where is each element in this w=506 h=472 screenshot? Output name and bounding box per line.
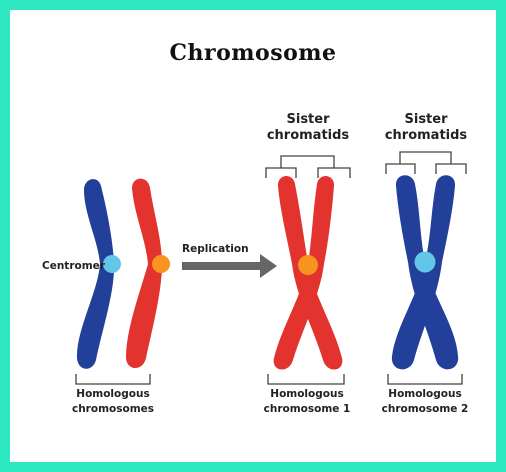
homologous-pair-bracket xyxy=(75,374,151,385)
sister-label-line2: chromatids xyxy=(384,128,468,143)
homologous-chromosome-2-label: Homologous chromosome 2 xyxy=(370,387,480,417)
label-line1: Homologous xyxy=(76,388,150,400)
blue-replicated-chromosome xyxy=(391,175,459,370)
red-homologous-chromosome xyxy=(126,178,162,369)
label-line1: Homologous xyxy=(388,388,462,400)
replication-arrow xyxy=(182,254,277,278)
label-line2: chromosome 2 xyxy=(381,403,469,415)
sister-chromatids-bracket-right xyxy=(385,151,467,174)
centromere-blue-replicated xyxy=(414,251,436,273)
sister-label-line1: Sister xyxy=(286,112,330,127)
red-replicated-chromosome xyxy=(273,175,343,370)
homologous-1-bracket xyxy=(267,374,345,385)
homologous-2-bracket xyxy=(387,374,463,385)
centromere-blue-dot xyxy=(103,255,121,273)
homologous-chromosomes-label: Homologous chromosomes xyxy=(58,387,168,417)
sister-label-line2: chromatids xyxy=(266,128,350,143)
label-line1: Homologous xyxy=(270,388,344,400)
centromere-orange-replicated xyxy=(298,255,318,275)
sister-chromatids-bracket-left xyxy=(265,155,351,178)
centromere-orange-dot xyxy=(152,255,170,273)
replication-label: Replication xyxy=(182,243,249,255)
diagram-title: Chromosome xyxy=(169,40,337,66)
centromere-label: Centromer xyxy=(42,260,105,272)
sister-label-line1: Sister xyxy=(404,112,448,127)
homologous-chromosome-1-label: Homologous chromosome 1 xyxy=(252,387,362,417)
label-line2: chromosome 1 xyxy=(263,403,351,415)
label-line2: chromosomes xyxy=(71,403,155,415)
sister-chromatids-label-right: Sister chromatids xyxy=(376,112,476,144)
sister-chromatids-label-left: Sister chromatids xyxy=(258,112,358,144)
blue-homologous-chromosome xyxy=(76,179,115,369)
